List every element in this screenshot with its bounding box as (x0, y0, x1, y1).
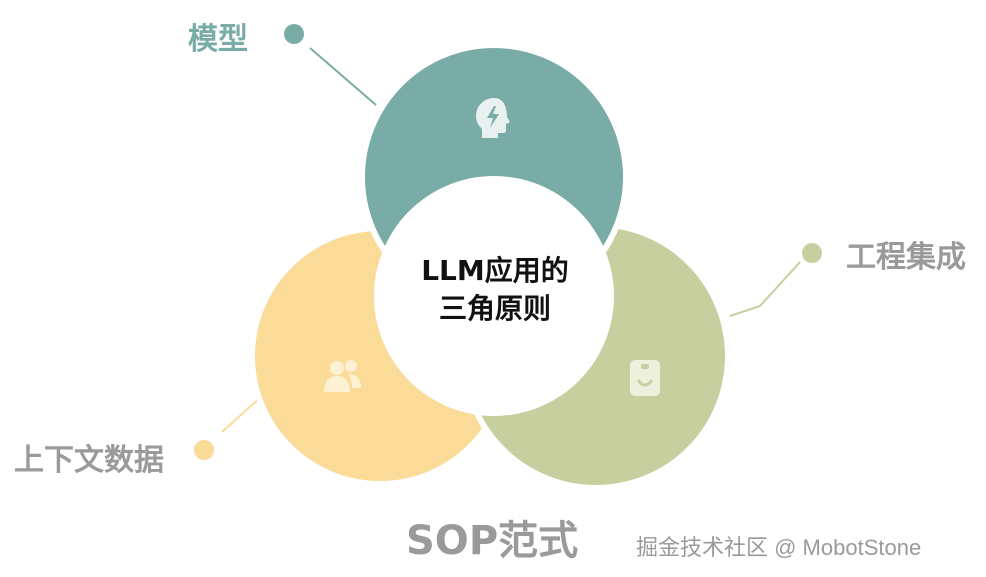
sop-label: SOP范式 (406, 518, 579, 564)
model-dot (284, 24, 304, 44)
users-icon (324, 360, 361, 392)
center-circle (374, 176, 614, 416)
engineering-connector-2 (729, 305, 761, 317)
engineering-label: 工程集成 (846, 240, 966, 275)
context-connector (221, 395, 263, 433)
engineering-dot (802, 243, 822, 263)
id-badge-icon (630, 360, 660, 396)
model-label: 模型 (188, 22, 248, 57)
center-title-line2: 三角原则 (438, 292, 551, 325)
watermark: 掘金技术社区 @ MobotStone (636, 535, 922, 560)
center-title-line1: LLM应用的 (421, 254, 569, 287)
context-dot (194, 440, 214, 460)
center-title: LLM应用的 三角原则 (372, 252, 618, 328)
engineering-connector (759, 261, 801, 307)
context-data-label: 上下文数据 (14, 443, 164, 478)
model-connector (309, 47, 377, 106)
brain-bolt-icon (476, 98, 510, 138)
